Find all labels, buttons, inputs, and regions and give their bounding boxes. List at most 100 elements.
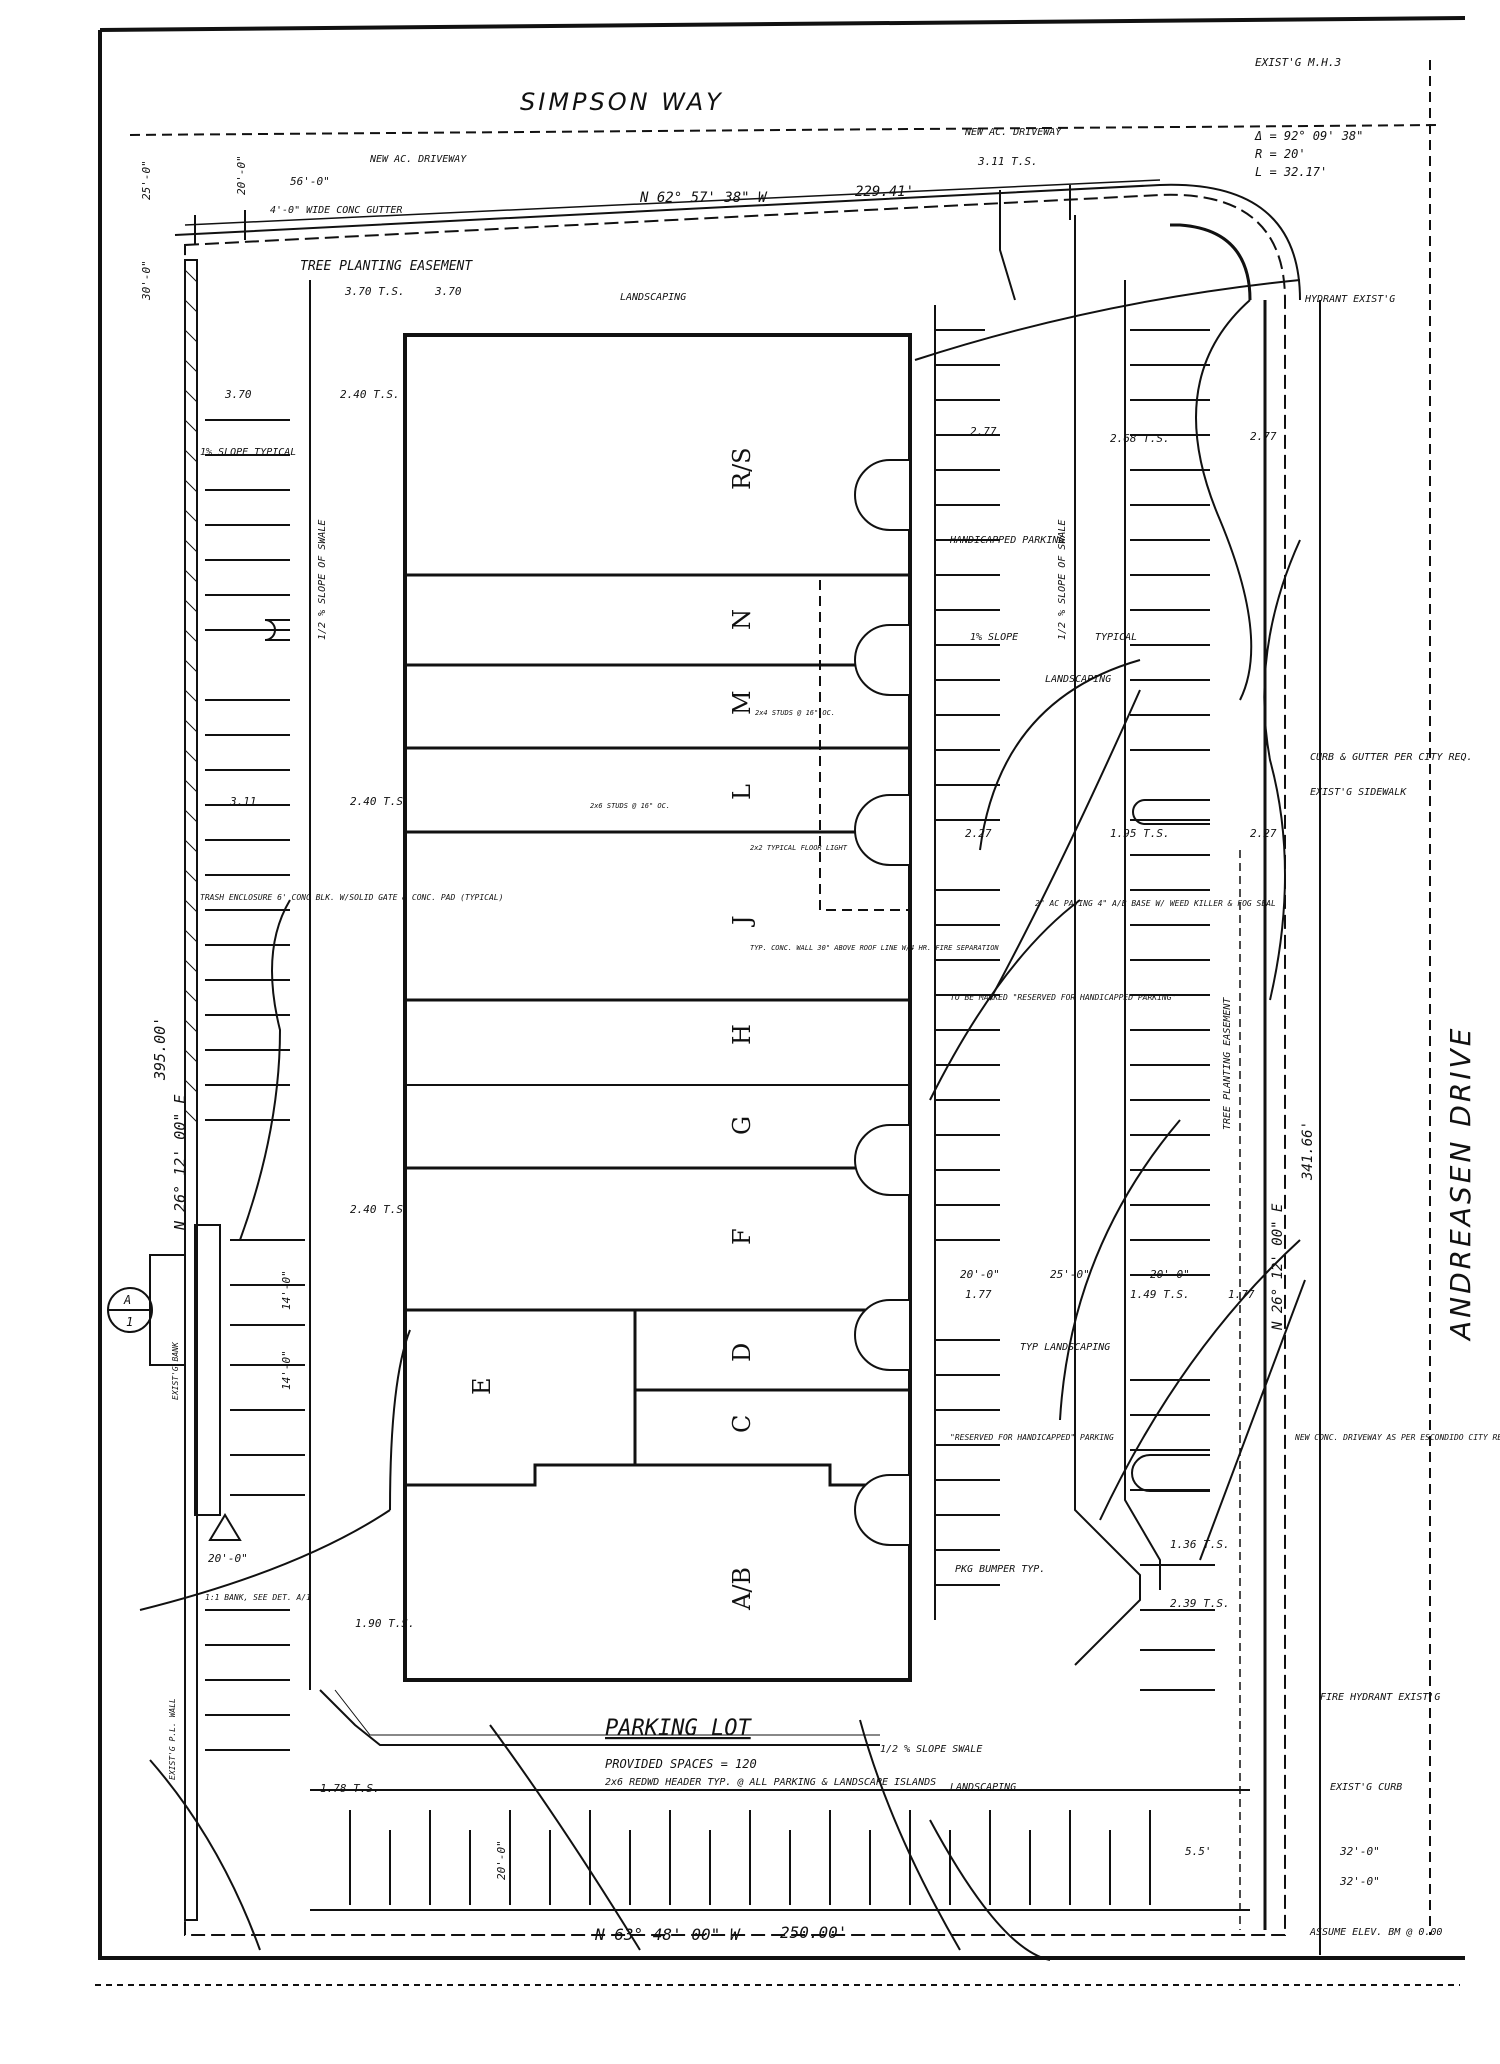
unit-labels: R/S N M L J H G F E D C A/B [468, 447, 756, 1611]
curve-radius: R = 20' [1255, 147, 1306, 161]
unit-a-b: A/B [728, 1567, 756, 1611]
street-name-andreasen-drive: ANDREASEN DRIVE [1444, 1026, 1477, 1342]
north-length: 229.41' [855, 184, 914, 200]
slope-swale-east-label: 1/2 % SLOPE OF SWALE [1057, 520, 1068, 640]
unit-c: C [728, 1415, 756, 1433]
parking-provided-spaces: PROVIDED SPACES = 120 [605, 1757, 757, 1771]
slope-swale-west-label: 1/2 % SLOPE OF SWALE [317, 520, 328, 640]
east-parking-stalls [934, 215, 1215, 1691]
fire-hydrant-label: FIRE HYDRANT EXIST'G [1320, 1692, 1440, 1703]
parking-lot-title: PARKING LOT [605, 1716, 752, 1741]
north-bearing: N 62° 57' 38" W [639, 190, 768, 206]
elevation-label: 2.27 [1250, 827, 1277, 840]
gutter-label: 4'-0" WIDE CONC GUTTER [270, 205, 402, 216]
unit-e: E [468, 1377, 496, 1395]
existing-manhole-label: EXIST'G M.H.3 [1255, 56, 1341, 69]
dimension-label: 25'-0" [140, 160, 153, 200]
existing-bank-label: EXIST'G BANK [171, 1341, 180, 1400]
landscaping-bottom-label: LANDSCAPING [950, 1782, 1016, 1793]
elevation-label: 3.70 [434, 285, 462, 298]
studs-ml-label: 2x4 STUDS @ 16" OC. [755, 709, 835, 717]
new-driveway-nw-label: NEW AC. DRIVEWAY [369, 154, 467, 165]
studs-l-label: 2x6 STUDS @ 16" OC. [590, 802, 670, 810]
tree-easement-label: TREE PLANTING EASEMENT [300, 259, 473, 274]
elevation-label: 1.95 T.S. [1110, 827, 1170, 840]
east-bearing: N 26° 12' 00" E [1270, 1203, 1286, 1331]
elevation-label: 1.78 T.S. [320, 1782, 380, 1795]
reserved-hc-label: "RESERVED FOR HANDICAPPED" PARKING [950, 1433, 1114, 1442]
west-planter-strip [184, 259, 198, 1921]
unit-f: F [728, 1228, 756, 1245]
landscaping-top-label: LANDSCAPING [620, 292, 686, 303]
west-bearing: N 26° 12' 00" E [171, 1095, 189, 1231]
unit-d: D [728, 1343, 756, 1362]
elevation-labels: 3.70 T.S. 3.70 3.70 2.40 T.S. 2.77 2.68 … [224, 155, 1277, 1795]
west-annex [107, 1224, 305, 1541]
elevation-label: 2.77 [970, 425, 997, 438]
elevation-label: 2.40 T.S. [350, 795, 410, 808]
west-parking-stalls [205, 280, 311, 1751]
elevation-label: 3.11 [229, 795, 257, 808]
exist-curb-label: EXIST'G CURB [1330, 1782, 1402, 1793]
curve-delta: Δ = 92° 09' 38" [1254, 129, 1363, 143]
parking-header-note: 2x6 REDWD HEADER TYP. @ ALL PARKING & LA… [605, 1777, 936, 1788]
marked-hc-label: TO BE MARKED "RESERVED FOR HANDICAPPED P… [950, 993, 1176, 1002]
elevation-label: 3.70 T.S. [344, 285, 405, 298]
dimension-label: 20'-0" [235, 155, 248, 195]
dimension-label: 32'-0" [1339, 1845, 1380, 1858]
exist-sidewalk-label: EXIST'G SIDEWALK [1310, 787, 1407, 798]
dimension-label: 56'-0" [290, 175, 330, 188]
entry-bumps [854, 459, 911, 1546]
unit-g: G [728, 1116, 756, 1135]
paving-spec-label: 2" AC PAVING 4" A/B BASE W/ WEED KILLER … [1035, 899, 1276, 908]
sheet-border [95, 16, 1466, 1986]
fire-wall-label: TYP. CONC. WALL 30" ABOVE ROOF LINE W/4 … [750, 944, 999, 952]
trash-enclosure-label: TRASH ENCLOSURE 6' CONC BLK. W/SOLID GAT… [200, 893, 503, 902]
dimension-label: 20'-0" [960, 1268, 1000, 1281]
dimension-label: 14'-0" [280, 1270, 293, 1310]
annotations: NEW AC. DRIVEWAY NEW AC. DRIVEWAY 4'-0" … [123, 127, 1500, 1938]
elevation-label: 1.36 T.S. [1170, 1538, 1230, 1551]
south-length: 250.00' [780, 1923, 847, 1942]
assumed-elev-label: ASSUME ELEV. BM @ 0.00 [1309, 1927, 1442, 1938]
elevation-label: 3.11 T.S. [977, 155, 1038, 168]
existing-pl-wall-label: EXIST'G P.L. WALL [168, 1698, 177, 1780]
dimension-label: 14'-0" [280, 1350, 293, 1390]
elevation-label: 3.70 [224, 388, 252, 401]
dimension-label: 20'-0" [495, 1840, 508, 1880]
building [403, 333, 912, 1682]
landscaping-mid-label: LANDSCAPING [1045, 674, 1111, 685]
elevation-label: 1.77 [1228, 1288, 1255, 1301]
elevation-label: 2.68 T.S. [1110, 432, 1170, 445]
elevation-label: 1.77 [965, 1288, 992, 1301]
contour-lines [139, 279, 1306, 1961]
elevation-label: 2.39 T.S. [1170, 1597, 1230, 1610]
unit-l: L [728, 784, 756, 800]
unit-m: M [728, 690, 756, 715]
bumper-label: PKG BUMPER TYP. [955, 1564, 1045, 1575]
elevation-label: 1.49 T.S. [1130, 1288, 1190, 1301]
south-bearing: N 63° 48' 00" W [594, 1925, 741, 1944]
east-curb [1170, 223, 1267, 1930]
elevation-label: 2.40 T.S. [340, 388, 400, 401]
curve-length: L = 32.17' [1255, 165, 1327, 179]
west-length: 395.00' [151, 1017, 169, 1081]
unit-h: H [728, 1024, 756, 1045]
dimension-labels: 56'-0" 20'-0" 25'-0" 30'-0" 20'-0" 14'-0… [140, 155, 1380, 1888]
dimension-label: 30'-0" [140, 260, 153, 301]
east-length: 341.66' [1300, 1121, 1316, 1181]
elevation-label: 1.90 T.S. [355, 1617, 415, 1630]
slope-east-label: 1% SLOPE [970, 632, 1018, 643]
new-driveway-ne-label: NEW AC. DRIVEWAY [964, 127, 1062, 138]
unit-n: N [728, 609, 756, 630]
dimension-label: 25'-0" [1050, 1268, 1090, 1281]
tree-easement-east-label: TREE PLANTING EASEMENT [1222, 997, 1233, 1130]
slope-typical-label: 1% SLOPE TYPICAL [200, 447, 296, 458]
street-name-simpson-way: SIMPSON WAY [520, 88, 724, 116]
unit-j: J [728, 915, 756, 928]
handicapped-parking-label: HANDICAPPED PARKING [949, 535, 1064, 546]
dimension-label: 20'-0" [208, 1552, 248, 1565]
typ-landscaping-label: TYP LANDSCAPING [1020, 1342, 1110, 1353]
elevation-label: 2.40 T.S. [350, 1203, 410, 1216]
